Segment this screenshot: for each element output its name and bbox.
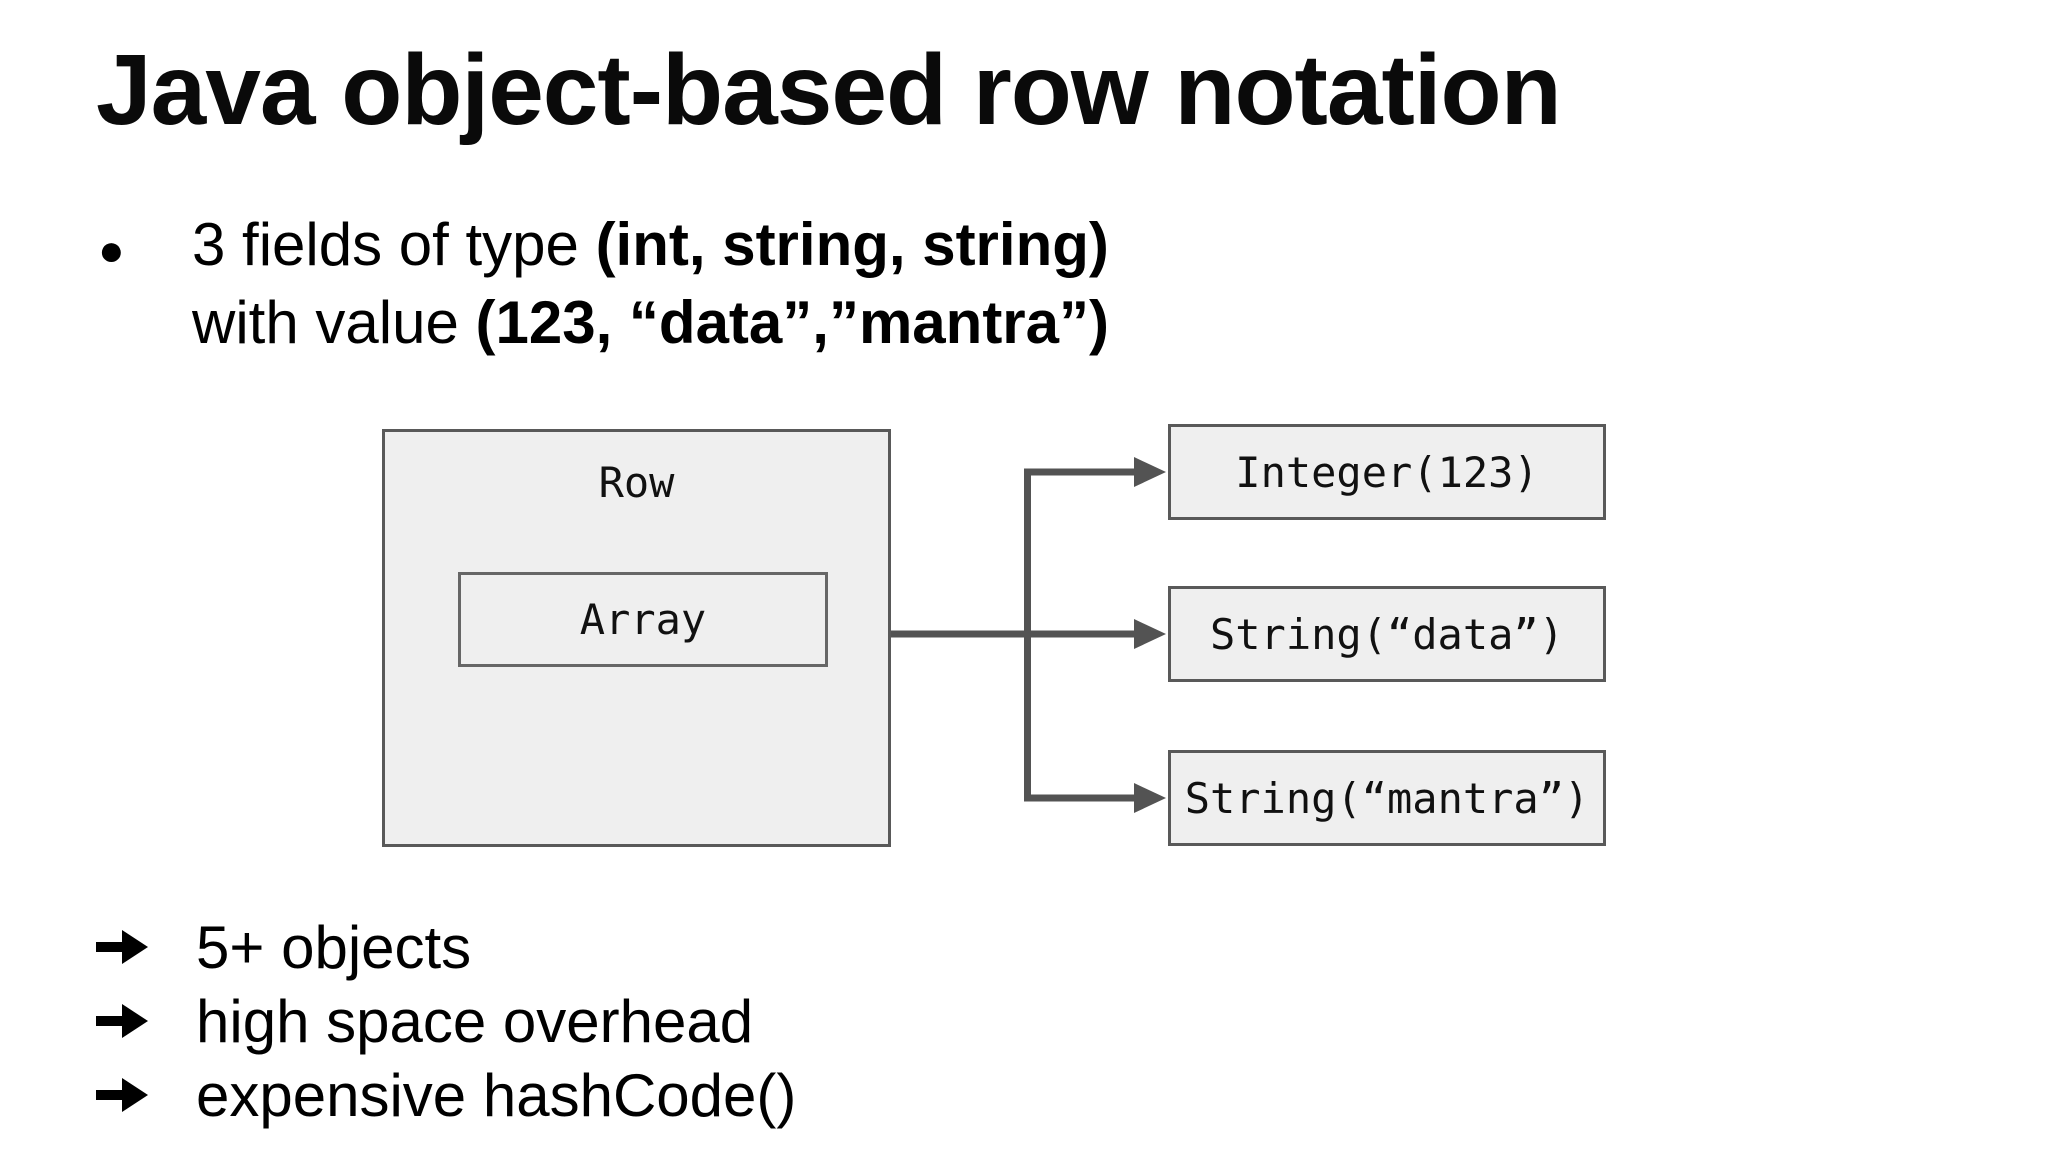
- takeaway-label: expensive hashCode(): [196, 1061, 797, 1129]
- page-title: Java object-based row notation: [96, 34, 1562, 146]
- bullet-line-2: with value (123, “data”,”mantra”): [192, 289, 1109, 356]
- heavy-right-arrow-icon: [96, 930, 148, 964]
- heavy-right-arrow-icon: [96, 1004, 148, 1038]
- takeaway-label: high space overhead: [196, 987, 754, 1055]
- heavy-right-arrow-icon: [96, 1078, 148, 1112]
- list-item: high space overhead: [96, 984, 796, 1058]
- string-data-object-label: String(“data”): [1209, 609, 1564, 659]
- integer-object-box: Integer(123): [1168, 424, 1606, 520]
- array-object-box: Array: [458, 572, 828, 667]
- list-item: 5+ objects: [96, 910, 796, 984]
- string-mantra-object-box: String(“mantra”): [1168, 750, 1606, 846]
- array-object-label: Array: [579, 595, 707, 644]
- takeaway-label: 5+ objects: [196, 913, 472, 981]
- bullet-dot-icon: ●: [98, 226, 125, 275]
- bullet-text: 3 fields of type (int, string, string) w…: [192, 206, 1109, 362]
- bullet-line-1: 3 fields of type (int, string, string): [192, 211, 1109, 278]
- takeaway-list: 5+ objects high space overhead expensive…: [96, 910, 796, 1132]
- string-mantra-object-label: String(“mantra”): [1184, 773, 1590, 823]
- integer-object-label: Integer(123): [1235, 447, 1539, 497]
- row-object-label: Row: [598, 458, 675, 507]
- bullet-item: ● 3 fields of type (int, string, string)…: [98, 206, 1109, 362]
- string-data-object-box: String(“data”): [1168, 586, 1606, 682]
- list-item: expensive hashCode(): [96, 1058, 796, 1132]
